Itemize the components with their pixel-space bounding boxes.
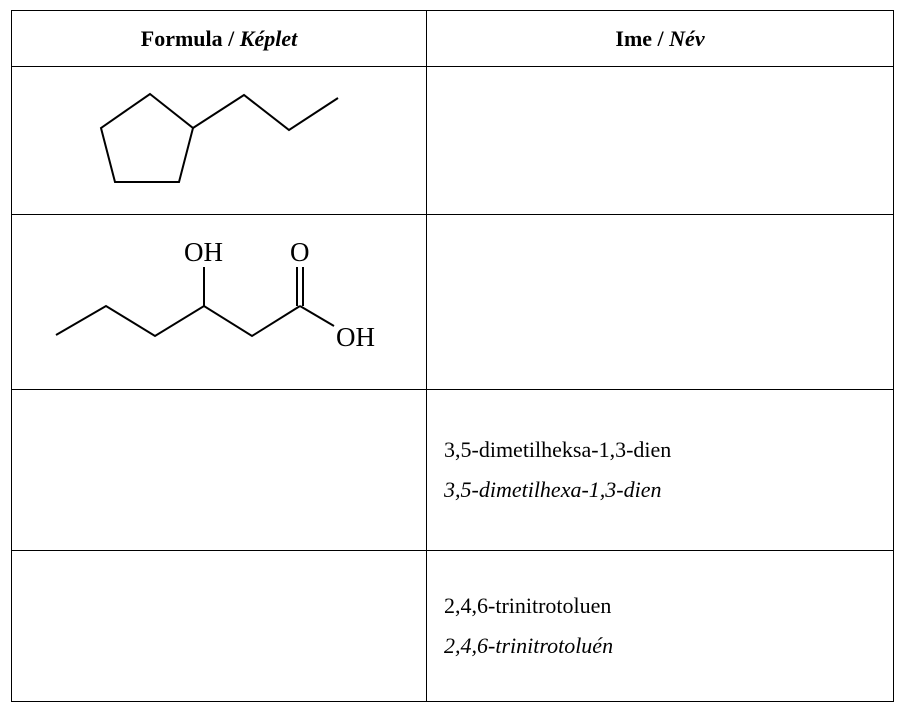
table-header-row: Formula / Képlet Ime / Név <box>11 10 894 67</box>
header-formula-text: Formula / <box>140 25 240 51</box>
header-name-italic: Név <box>669 25 705 51</box>
header-formula-italic: Képlet <box>239 25 298 51</box>
carbon-chain <box>55 304 301 338</box>
table-row: OH O OH <box>11 214 894 390</box>
table-row <box>11 66 894 215</box>
name-hu: 2,4,6-trinitrotoluén <box>444 633 614 658</box>
propyl-chain <box>192 93 339 132</box>
formula-cell-3 <box>11 389 427 551</box>
name-hu: 3,5-dimetilhexa-1,3-dien <box>444 477 662 502</box>
formula-cell-1 <box>11 66 427 215</box>
formula-cell-2: OH O OH <box>11 214 427 390</box>
oh-label: OH <box>184 237 223 267</box>
name-cell-2 <box>426 214 894 390</box>
header-name-text: Ime / <box>615 25 670 51</box>
name-hr: 2,4,6-trinitrotoluen <box>444 593 612 618</box>
cyclopentane-ring <box>99 92 195 183</box>
table-row: 2,4,6-trinitrotoluen 2,4,6-trinitrotolué… <box>11 550 894 702</box>
carbonyl-o-label: O <box>290 237 310 267</box>
name-hr: 3,5-dimetilheksa-1,3-dien <box>444 437 672 462</box>
table-row: 3,5-dimetilheksa-1,3-dien 3,5-dimetilhex… <box>11 389 894 551</box>
acid-oh-bond <box>299 305 335 327</box>
header-name: Ime / Név <box>426 10 894 67</box>
name-cell-1 <box>426 66 894 215</box>
formula-name-table: Formula / Képlet Ime / Név <box>11 10 894 702</box>
propylcyclopentane-structure <box>99 92 339 183</box>
name-cell-4: 2,4,6-trinitrotoluen 2,4,6-trinitrotolué… <box>426 550 894 702</box>
name-cell-3: 3,5-dimetilheksa-1,3-dien 3,5-dimetilhex… <box>426 389 894 551</box>
hydroxyhexanoic-acid-structure: OH O OH <box>55 237 375 352</box>
acid-oh-label: OH <box>336 322 375 352</box>
formula-cell-4 <box>11 550 427 702</box>
header-formula: Formula / Képlet <box>11 10 427 67</box>
